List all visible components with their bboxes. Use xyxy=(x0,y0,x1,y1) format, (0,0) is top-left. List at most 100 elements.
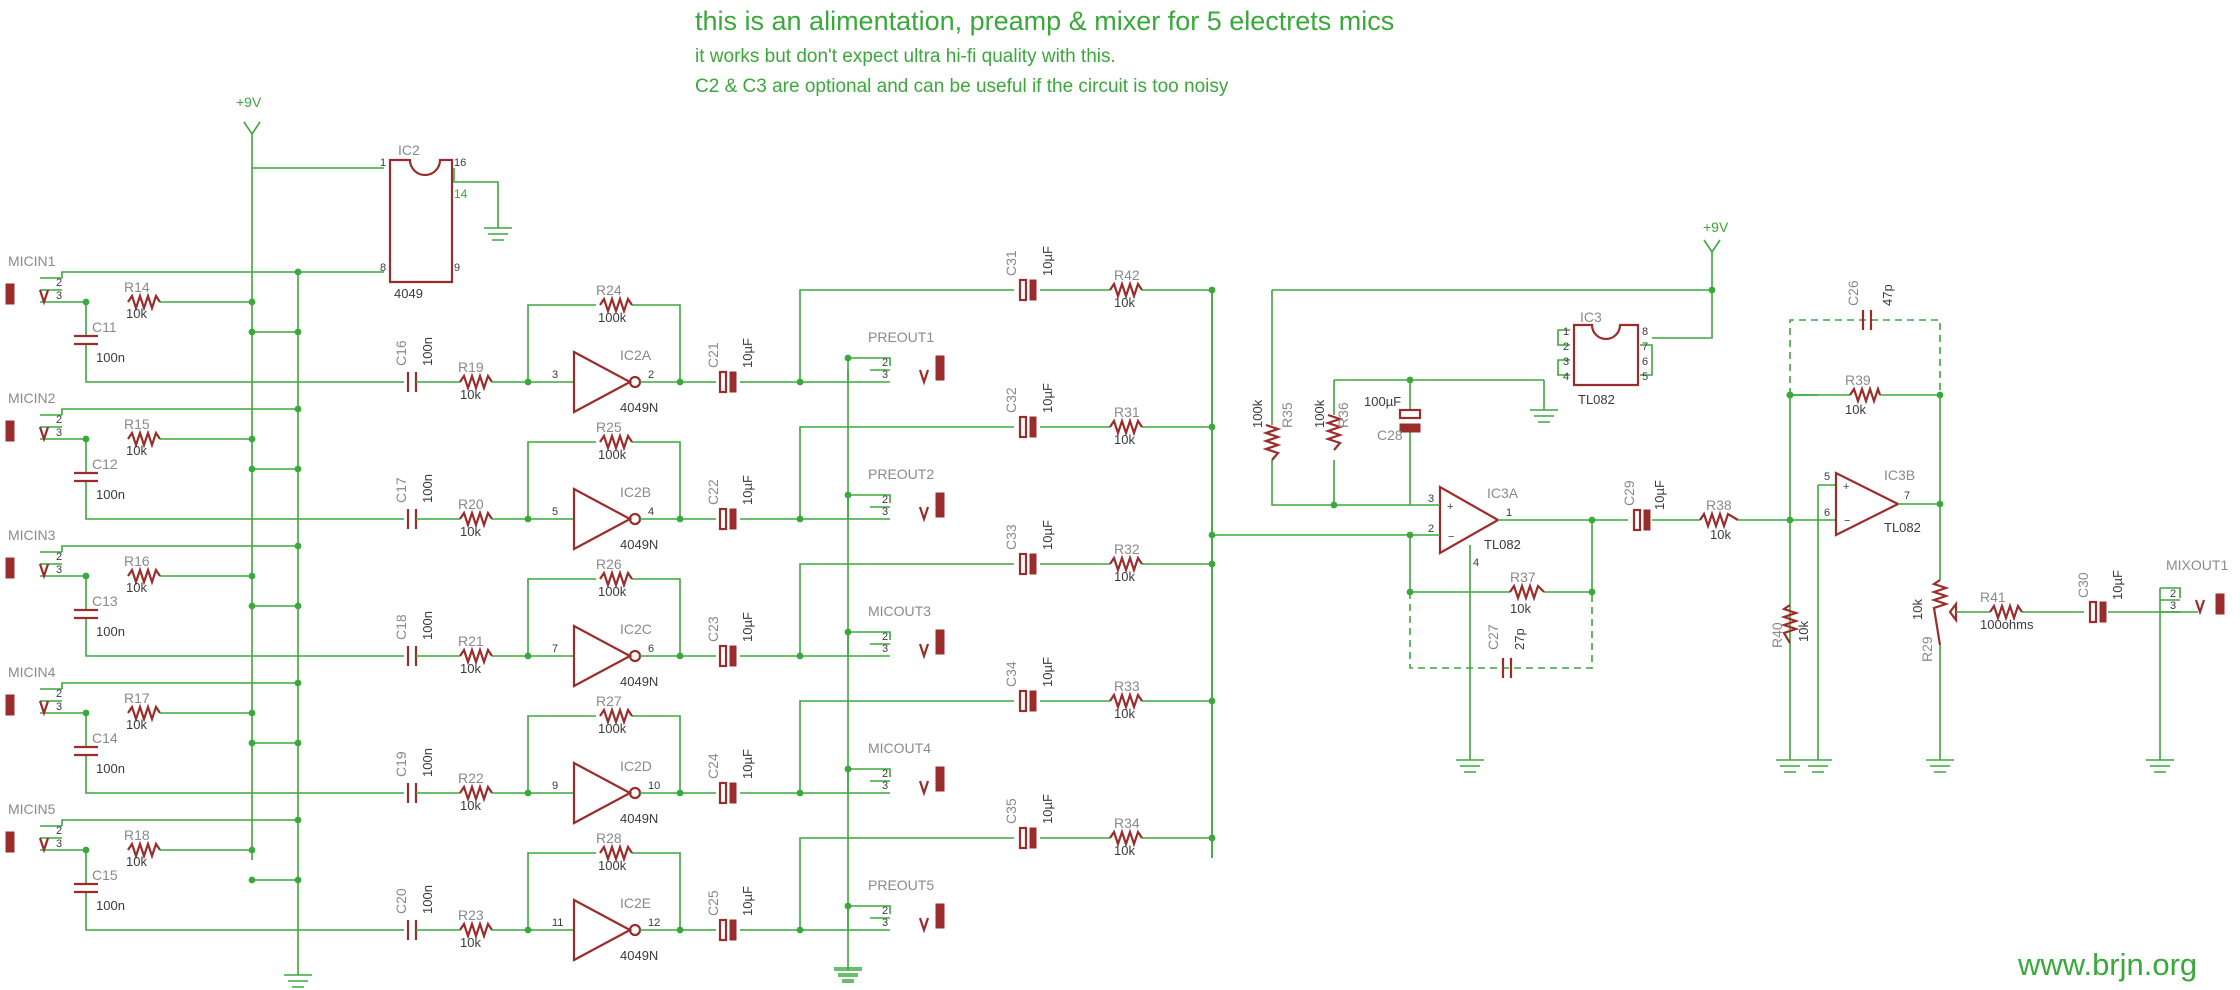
ic3-pin: 4 xyxy=(1563,371,1569,383)
ic2-pin: 9 xyxy=(454,262,460,274)
preout-label: MICOUT3 xyxy=(868,603,931,619)
preout-jack-icon xyxy=(935,492,945,518)
ground-symbol xyxy=(1776,759,1804,773)
inverter-pin: 2 xyxy=(648,369,654,381)
r38-label: R38 xyxy=(1706,497,1732,513)
mix-cap-value: 10µF xyxy=(1040,383,1055,413)
coupling-cap-value: 100n xyxy=(420,885,435,914)
input-resistor-label: R18 xyxy=(124,827,150,843)
coupling-cap-label: C17 xyxy=(393,477,409,503)
jack-pin: 3 xyxy=(882,643,888,655)
mix-cap-label: C33 xyxy=(1003,524,1019,550)
inverter-part: 4049N xyxy=(620,400,658,415)
r29-label: R29 xyxy=(1919,636,1935,662)
preout-label: PREOUT1 xyxy=(868,329,934,345)
r39-value: 10k xyxy=(1845,402,1866,417)
jack-pin: 2 xyxy=(56,551,62,563)
ic3a-pin: 1 xyxy=(1506,507,1512,519)
inverter-part: 4049N xyxy=(620,537,658,552)
c28-label: C28 xyxy=(1377,427,1403,443)
resistor-symbol xyxy=(127,840,161,860)
c27-label: C27 xyxy=(1485,624,1501,650)
inverter-name: IC2C xyxy=(620,621,652,637)
input-cap-value: 100n xyxy=(96,487,125,502)
ic3-pin: 8 xyxy=(1642,326,1648,338)
junction-dot xyxy=(248,435,256,443)
inverter-pin: 9 xyxy=(552,780,558,792)
ground-symbol xyxy=(2146,759,2174,773)
jack-pin: 2 xyxy=(56,414,62,426)
ic3b-name: IC3B xyxy=(1884,467,1915,483)
note-line-2: C2 & C3 are optional and can be useful i… xyxy=(695,76,1229,97)
jack-pin: 2 xyxy=(882,494,888,506)
mix-cap-value: 10µF xyxy=(1040,794,1055,824)
ic3-package: IC3 TL082 1 2 3 4 8 7 6 5 xyxy=(1557,309,1653,407)
jack-pin: 2 xyxy=(56,688,62,700)
mix-resistor-value: 10k xyxy=(1114,432,1135,447)
output-cap-label: C24 xyxy=(705,753,721,779)
junction-dot xyxy=(248,602,256,610)
ic3-pin: 6 xyxy=(1642,356,1648,368)
c29-value: 10µF xyxy=(1652,480,1667,510)
website-label: www.brjn.org xyxy=(2017,947,2197,982)
feedback-resistor-value: 100k xyxy=(598,584,627,599)
feedback-resistor-value: 100k xyxy=(598,447,627,462)
mix-cap-value: 10µF xyxy=(1040,657,1055,687)
input-resistor-value: 10k xyxy=(126,306,147,321)
input-cap-label: C13 xyxy=(92,593,118,609)
jack-pin: 3 xyxy=(56,290,62,302)
inverter-symbol xyxy=(572,898,633,962)
opamp-plus: + xyxy=(1843,481,1849,493)
capacitor-plate xyxy=(1029,690,1037,712)
coupling-cap-label: C18 xyxy=(393,614,409,640)
inverter-pin: 5 xyxy=(552,506,558,518)
mix-resistor-value: 10k xyxy=(1114,843,1135,858)
supply-right-label: +9V xyxy=(1703,219,1729,235)
ic2-pin: 1 xyxy=(380,157,386,169)
resistor-symbol xyxy=(599,843,633,863)
mix-cap-label: C34 xyxy=(1003,661,1019,687)
inverter-name: IC2E xyxy=(620,895,651,911)
resistor-symbol xyxy=(1109,417,1143,437)
junction-dot xyxy=(844,354,852,362)
c30-value: 10µF xyxy=(2110,570,2125,600)
ic3-part: TL082 xyxy=(1578,392,1615,407)
coupling-cap-value: 100n xyxy=(420,474,435,503)
ic3-pin: 5 xyxy=(1642,371,1648,383)
mix-resistor-value: 10k xyxy=(1114,706,1135,721)
ic3b-pin: 7 xyxy=(1904,490,1910,502)
capacitor-plate xyxy=(1018,552,1028,576)
r36-label: R36 xyxy=(1335,402,1351,428)
mic-jack-icon xyxy=(5,694,15,716)
input-cap-value: 100n xyxy=(96,761,125,776)
resistor-symbol xyxy=(599,569,633,589)
mix-resistor-value: 10k xyxy=(1114,569,1135,584)
opamp-minus: − xyxy=(1448,531,1454,543)
jack-pin: 3 xyxy=(882,506,888,518)
c27-value: 27p xyxy=(1512,628,1527,650)
c26-value: 47p xyxy=(1880,284,1895,306)
r38-value: 10k xyxy=(1710,527,1731,542)
c30-label: C30 xyxy=(2075,572,2091,598)
inverter-symbol xyxy=(572,487,633,551)
mic-jack-icon xyxy=(5,831,15,853)
junction-dot xyxy=(248,709,256,717)
capacitor-symbol xyxy=(406,646,418,666)
r41-value: 100ohms xyxy=(1980,617,2034,632)
jack-pin: 3 xyxy=(56,427,62,439)
ic3b-pin: 5 xyxy=(1824,471,1830,483)
mix-resistor-value: 10k xyxy=(1114,295,1135,310)
ic2-name: IC2 xyxy=(398,142,420,158)
inverter-pin: 12 xyxy=(648,917,660,929)
ic3-pin: 3 xyxy=(1563,356,1569,368)
preout-label: PREOUT5 xyxy=(868,877,934,893)
inverter-pin: 3 xyxy=(552,369,558,381)
capacitor-plate xyxy=(1018,826,1028,850)
output-cap-label: C25 xyxy=(705,890,721,916)
ic3-pin: 1 xyxy=(1563,326,1569,338)
junction-dot xyxy=(294,405,302,413)
output-cap-value: 10µF xyxy=(740,886,755,916)
input-cap-label: C15 xyxy=(92,867,118,883)
schematic-title: this is an alimentation, preamp & mixer … xyxy=(695,6,1394,36)
